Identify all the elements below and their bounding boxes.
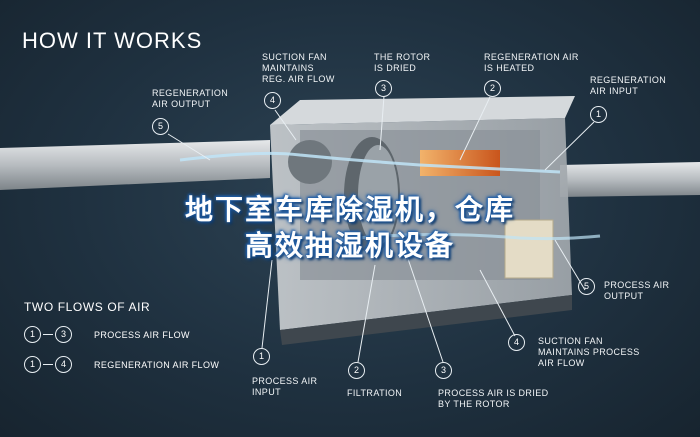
- legend-label: PROCESS AIR FLOW: [94, 329, 190, 340]
- cabinet-base: [280, 295, 572, 345]
- rotor-face: [358, 145, 398, 245]
- legend-title: TWO FLOWS OF AIR: [24, 300, 151, 314]
- airflow-reg: [179, 151, 561, 174]
- cabinet-top: [270, 96, 575, 125]
- callout-label: PROCESS AIR INPUT: [252, 376, 318, 397]
- legend-from-number: 1: [24, 326, 41, 343]
- legend-dash: [43, 363, 53, 366]
- page-title: HOW IT WORKS: [22, 28, 203, 53]
- callout-number: 1: [590, 106, 607, 123]
- legend-to-number: 4: [55, 356, 72, 373]
- callout-label: REGENERATION AIR IS HEATED: [484, 52, 579, 73]
- legend-from-number: 1: [24, 356, 41, 373]
- legend-dash: [43, 333, 53, 336]
- legend-to-number: 3: [55, 326, 72, 343]
- airflow-proc: [339, 232, 601, 242]
- overlay-title-line1: 地下室车库除湿机，仓库: [184, 193, 515, 226]
- callout-number: 5: [152, 118, 169, 135]
- legend-row-regeneration: 1 4 REGENERATION AIR FLOW: [24, 356, 219, 373]
- left-duct: [0, 140, 270, 190]
- callout-label: REGENERATION AIR INPUT: [590, 75, 667, 96]
- callout-number: 1: [253, 348, 270, 365]
- legend-label: REGENERATION AIR FLOW: [94, 359, 220, 370]
- callout-label: SUCTION FAN MAINTAINS REG. AIR FLOW: [262, 52, 335, 84]
- callout-number: 4: [508, 334, 525, 351]
- overlay-title-line2: 高效抽湿机设备: [244, 229, 455, 262]
- callout-number: 3: [435, 362, 452, 379]
- legend-row-process: 1 3 PROCESS AIR FLOW: [24, 326, 190, 343]
- callout-number: 2: [484, 80, 501, 97]
- callout-number: 3: [375, 80, 392, 97]
- fan: [288, 140, 332, 184]
- callout-label: THE ROTOR IS DRIED: [374, 52, 431, 73]
- callout-label: PROCESS AIR IS DRIED BY THE ROTOR: [438, 388, 549, 409]
- callout-number: 4: [264, 92, 281, 109]
- callout-label: PROCESS AIR OUTPUT: [604, 280, 670, 301]
- filter: [504, 219, 554, 279]
- callout-label: REGENERATION AIR OUTPUT: [152, 88, 229, 109]
- callout-label: SUCTION FAN MAINTAINS PROCESS AIR FLOW: [538, 336, 640, 368]
- right-duct: [560, 162, 700, 197]
- heater: [420, 150, 500, 176]
- callout-number: 2: [348, 362, 365, 379]
- callout-label: FILTRATION: [347, 388, 403, 398]
- callout-number: 5: [578, 278, 595, 295]
